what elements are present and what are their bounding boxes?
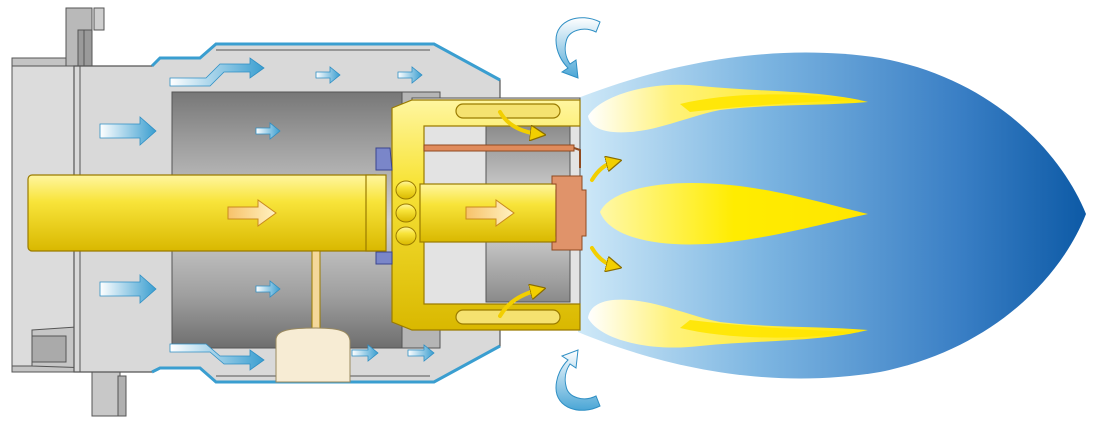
pipe-support-foot xyxy=(275,327,351,383)
pipe-coupling xyxy=(395,180,417,246)
swirl-arrow-out-lower xyxy=(590,246,614,266)
swirl-arrows xyxy=(498,110,614,318)
air-flow-arrows xyxy=(99,57,435,371)
coupling-bead-2 xyxy=(395,203,417,223)
casing-skin-bottom xyxy=(151,344,501,384)
pipe-support-stem xyxy=(311,250,321,330)
flame-upper-wisp-tail xyxy=(680,94,860,112)
coupling-bead-3 xyxy=(395,226,417,246)
coupling-bead-1 xyxy=(395,180,417,200)
top-bolt-head xyxy=(93,7,105,31)
fuel-flow-arrows xyxy=(227,199,515,227)
flame-lower-wisp-tail xyxy=(680,320,860,338)
air-arrow-2 xyxy=(99,274,157,304)
air-arrow-8 xyxy=(407,344,435,362)
swirl-arrow-out-upper xyxy=(590,162,614,182)
swirl-arrow-lower xyxy=(498,290,538,318)
flame-core xyxy=(600,183,868,245)
diffuser-disc xyxy=(391,99,581,331)
recirculation-arrows xyxy=(555,17,601,411)
bottom-bolt-shaft xyxy=(117,375,127,417)
air-arrow-4 xyxy=(397,66,423,84)
casing-skin-top xyxy=(150,42,501,82)
recirculation-arrow-top xyxy=(555,17,601,79)
ignition-electrode xyxy=(423,144,575,152)
air-arrow-3 xyxy=(315,66,341,84)
air-valve-lower xyxy=(375,251,393,265)
recirculation-arrow-bottom xyxy=(555,349,601,411)
fuel-arrow-2 xyxy=(465,199,515,227)
bottom-bolt xyxy=(91,369,121,417)
air-arrow-5 xyxy=(255,122,281,140)
swirl-arrow-upper xyxy=(498,110,538,134)
ignition-tip xyxy=(31,335,67,363)
fuel-pipe-main xyxy=(27,174,381,252)
electrode-tip xyxy=(573,147,581,168)
upper-slot xyxy=(455,103,561,119)
fuel-pipe-collar xyxy=(365,174,387,252)
top-bolt-shaft xyxy=(77,29,93,67)
flame xyxy=(578,52,1086,379)
nozzle-shroud xyxy=(551,175,587,251)
air-arrow-1 xyxy=(99,116,157,146)
air-valve xyxy=(375,147,393,171)
air-arrow-lower-duct xyxy=(169,343,265,371)
air-arrow-upper-duct xyxy=(169,57,265,87)
air-arrow-6 xyxy=(255,280,281,298)
lower-slot xyxy=(455,309,561,325)
air-arrow-7 xyxy=(351,344,379,362)
fuel-arrow-1 xyxy=(227,199,277,227)
